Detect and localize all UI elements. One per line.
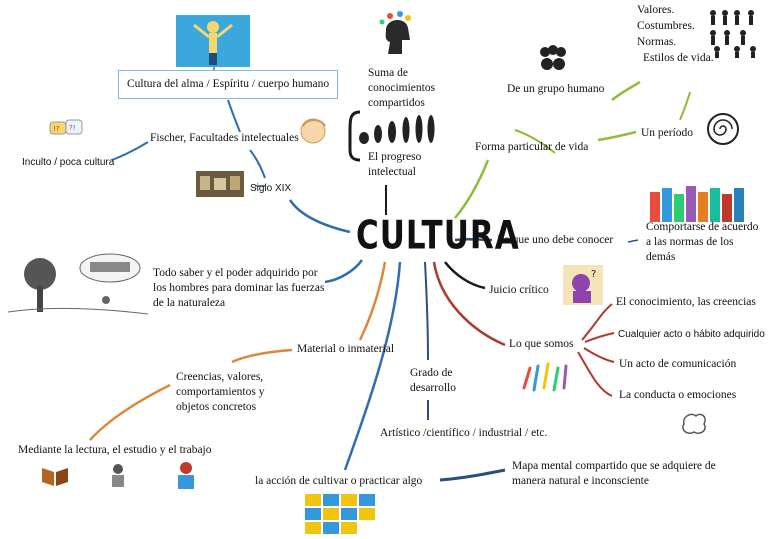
node-saber: Todo saber y el poder adquirido por los … [153,267,325,309]
connector-accion [343,261,402,471]
head-sketch-icon [300,118,326,144]
node-siglo: Siglo XIX [250,183,292,194]
node-fischer: Fischer, Facultades intelectuales [150,132,299,144]
lifestyle-pictograms [710,10,756,58]
node-valores-3: Estilos de vida. [643,52,714,64]
node-somos: Lo que somos [509,338,574,350]
node-grupo: De un grupo humano [507,83,605,95]
connector-forma-grupo [514,129,556,154]
node-accion: la acción de cultivar o practicar algo [255,475,423,487]
node-debe: Lo que uno debe conocer [497,234,614,246]
svg-text:!?: !? [53,125,60,133]
head-ideas-icon [379,11,411,54]
connector-inculto [111,141,149,161]
node-mapa: Mapa mental compartido que se adquiere d… [512,460,716,487]
svg-text:?: ? [591,269,596,280]
node-valores-2: Normas. [637,36,677,48]
node-alma: Cultura del alma / Espíritu / cuerpo hum… [118,70,339,99]
worker-icon [178,462,194,489]
critical-thinker-icon: ? [563,265,603,305]
node-periodo: Un período [641,127,694,139]
speech-bubbles-icon: !? ?! [49,119,83,135]
connector-somos-habito [584,332,615,343]
node-artistico: Artístico /científico / industrial / etc… [380,427,548,439]
connector-accion-mapa [439,468,506,482]
book-icon [42,468,68,486]
node-conducta: La conducta o emociones [619,389,737,401]
brain-icon [682,413,706,435]
connector-somos-conocimiento [581,303,613,341]
node-comunicacion: Un acto de comunicación [619,358,737,370]
bracket-suma [348,110,361,162]
student-icon [112,464,124,487]
connector-debe [454,237,493,242]
node-comportarse: Comportarse de acuerdo a las normas de l… [646,221,759,263]
node-suma: Suma de conocimientos compartidos [368,67,436,109]
tree-city-sketch [8,252,148,328]
node-habito: Cualquier acto o hábito adquirido [618,329,765,340]
node-material: Material o inmaterial [297,343,395,355]
connector-material [358,261,387,341]
node-valores-1: Costumbres. [637,20,695,32]
group-people-icon [540,45,566,70]
connector-siglo [288,199,351,234]
node-mediante: Mediante la lectura, el estudio y el tra… [18,444,212,456]
connector-fischer-siglo [249,149,266,179]
node-conocimiento: El conocimiento, las creencias [616,296,756,308]
connector-forma-periodo [597,130,637,142]
connector-somos-conducta [577,351,613,397]
connector-periodo-up [679,91,691,121]
activities-pictograms [305,494,375,534]
connector-debe-comportarse [627,239,639,243]
connector-saber [324,259,364,284]
connector-juicio [444,261,486,290]
connector-somos [432,261,506,347]
svg-text:?!: ?! [69,124,76,132]
crowd-illustration [650,186,744,222]
connector-somos-comunicacion [583,347,615,363]
clock-spiral-icon [707,113,739,145]
connector-alma-fischer [227,99,241,133]
central-topic: CULTURA [356,213,520,259]
node-valores-0: Valores. [637,4,675,16]
node-grado: Grado de desarrollo [410,367,456,394]
node-progreso: El progreso intelectual [368,151,422,178]
spirit-body-illustration [176,15,250,67]
node-juicio: Juicio crítico [489,284,549,296]
connector-creencias-mediante [89,383,171,441]
node-creencias: Creencias, valores, comportamientos y ob… [176,371,265,413]
connector-grado [424,261,429,361]
connector-forma [454,159,490,219]
node-forma: Forma particular de vida [475,141,589,153]
evolution-icon [359,115,435,144]
node-inculto: Inculto / poca cultura [22,157,115,168]
nineteenth-century-photo [196,171,244,197]
connector-grupo-valores [611,80,641,101]
connector-material-creencias [231,348,293,364]
dancing-people-icon [522,362,568,392]
